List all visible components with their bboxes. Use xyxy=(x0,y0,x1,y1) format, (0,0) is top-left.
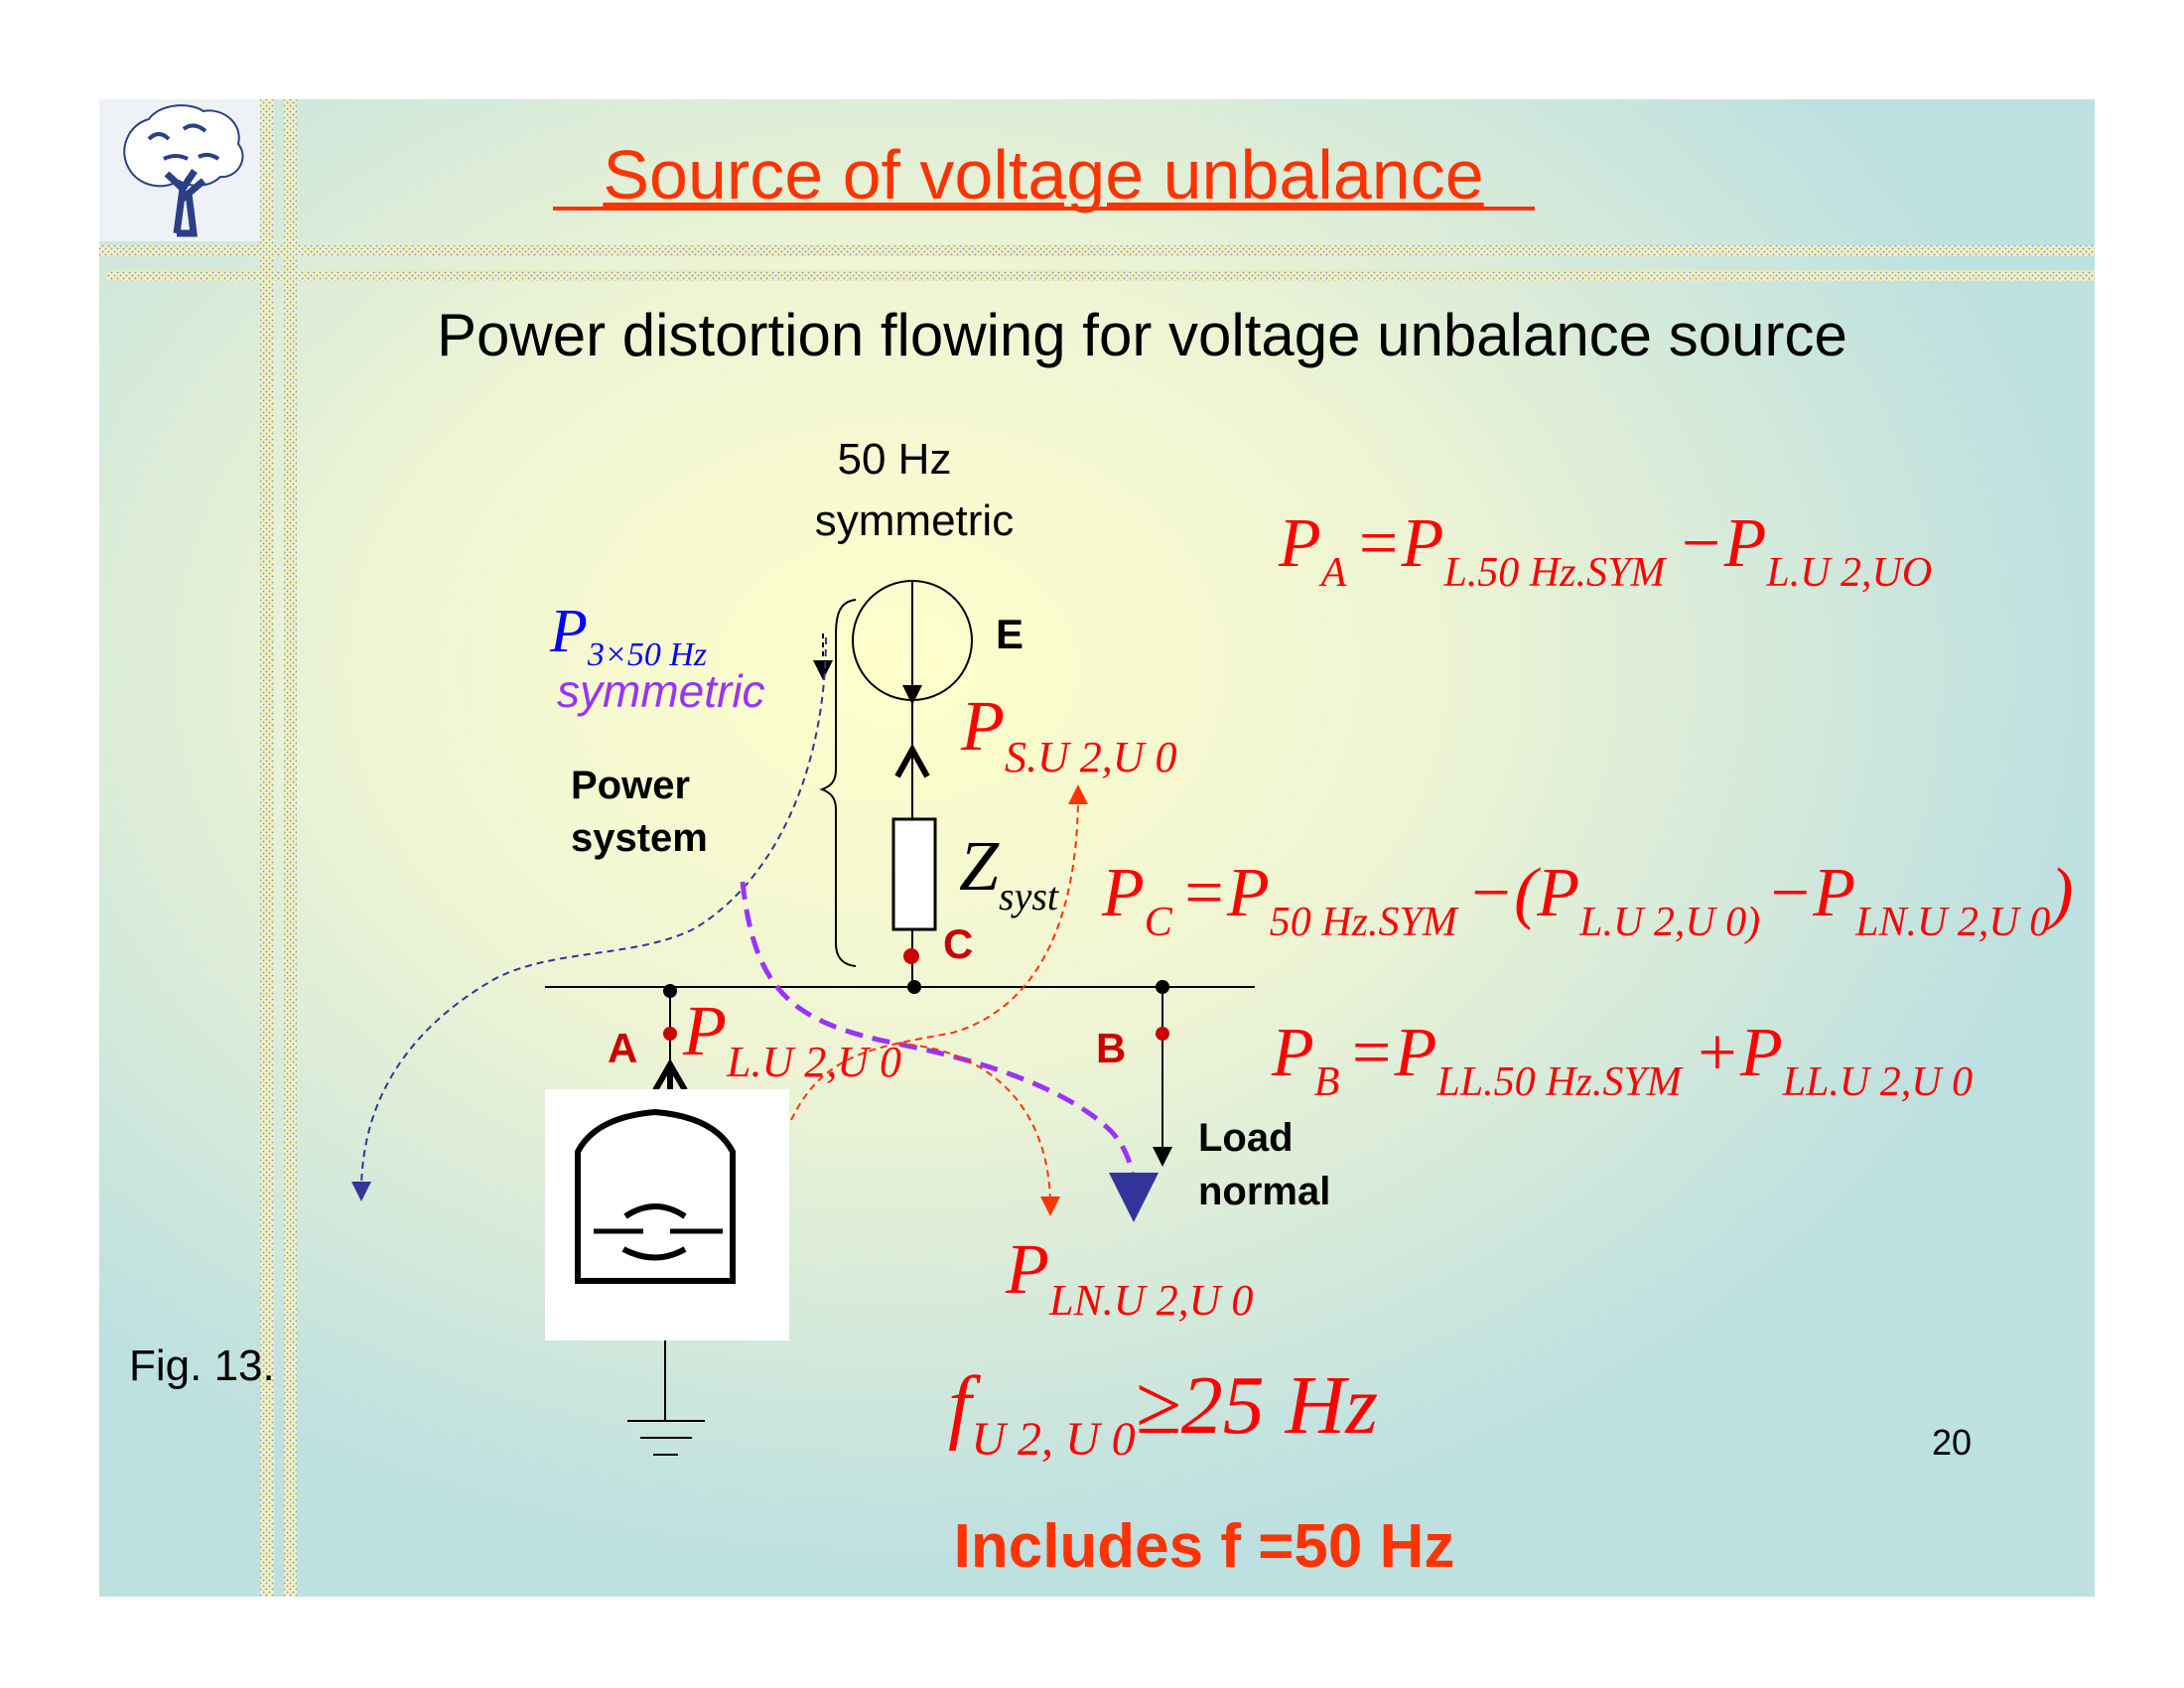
source-type-label: symmetric xyxy=(815,496,1014,545)
equation-pb: PB=PLL.50 Hz.SYM+PLL.U 2,U 0 xyxy=(1271,1015,1973,1105)
p3-note: symmetric xyxy=(557,665,765,717)
node-b-dot xyxy=(1156,1027,1169,1041)
load-unbalance-flow-curve xyxy=(895,1043,1060,1216)
node-c-dot xyxy=(903,948,919,964)
figure-label: Fig. 13. xyxy=(129,1341,275,1390)
ps-label: PS.U 2,U 0 xyxy=(960,686,1177,781)
equation-pa: PA=PL.50 Hz.SYM−PL.U 2,UO xyxy=(1278,505,1932,596)
source-unbalance-flow-curve xyxy=(790,784,1088,1121)
subtitle: Power distortion flowing for voltage unb… xyxy=(437,302,1847,368)
symmetric-load-flow-curve xyxy=(740,881,1159,1222)
load-label-1: Load xyxy=(1198,1116,1294,1160)
page-title: Source of voltage unbalance xyxy=(603,136,1483,213)
bus-node-c xyxy=(907,980,921,994)
impedance-resistor xyxy=(891,817,937,931)
power-system-label-2: system xyxy=(571,816,708,860)
pln-label: PLN.U 2,U 0 xyxy=(1005,1229,1253,1325)
arc-furnace-icon xyxy=(545,1089,789,1340)
load-arrow-up-icon xyxy=(652,1057,688,1092)
source-frequency-label: 50 Hz xyxy=(838,435,952,484)
node-c-label: C xyxy=(943,920,973,967)
equation-pc: PC=P50 Hz.SYM−(PL.U 2,U 0)−PLN.U 2,U 0) xyxy=(1101,855,2074,945)
p3-label: P3×50 Hz xyxy=(549,598,707,673)
ground-icon xyxy=(627,1340,705,1456)
symmetric-flow-curve xyxy=(351,636,827,1201)
node-a-label: A xyxy=(608,1025,637,1071)
decorative-bands xyxy=(99,99,2095,1597)
load-label-2: normal xyxy=(1198,1170,1330,1213)
power-system-label-1: Power xyxy=(571,764,690,807)
power-system-brace xyxy=(819,599,857,967)
node-a-dot xyxy=(663,1027,677,1041)
tree-icon xyxy=(123,104,244,237)
z-syst-label: Zsyst xyxy=(959,826,1059,918)
page-number: 20 xyxy=(1932,1422,1972,1463)
pl-label: PL.U 2,U 0 xyxy=(682,991,901,1086)
source-label-e: E xyxy=(996,611,1024,657)
power-arrow-up-icon xyxy=(894,743,930,778)
node-b-label: B xyxy=(1096,1025,1126,1071)
slide-background xyxy=(99,99,2095,1597)
footer-note: Includes f =50 Hz xyxy=(954,1512,1455,1581)
